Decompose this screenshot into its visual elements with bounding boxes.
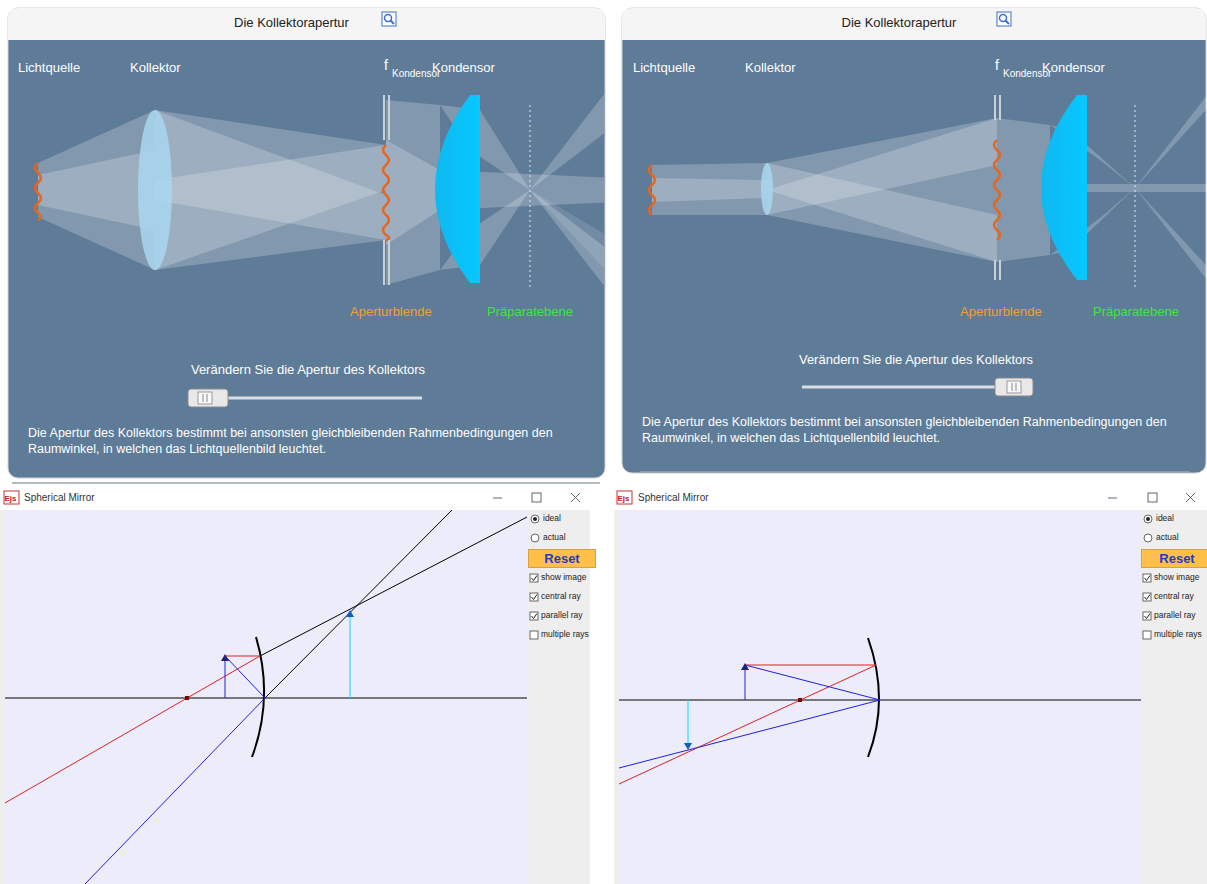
radio-label: actual <box>1156 532 1179 542</box>
applet-window: Spherical MirrorReset <box>614 486 1207 884</box>
applet-window <box>0 486 590 884</box>
part-name: Lichtquelle <box>18 60 80 76</box>
description: Die Apertur des Kollektors bestimmt bei … <box>28 425 598 458</box>
reset-button: Reset <box>528 549 596 568</box>
app-icon: Ejs <box>617 493 630 504</box>
separator <box>12 482 600 484</box>
light-beams <box>652 85 1207 290</box>
separator <box>640 471 1190 473</box>
button-label: Reset <box>529 550 595 567</box>
light-source <box>649 165 655 215</box>
reset-button: Reset <box>1141 549 1207 568</box>
checkbox-label: parallel ray <box>1154 610 1196 620</box>
part-name: Kollektor <box>745 60 796 76</box>
checkbox-label: multiple rays <box>541 629 589 639</box>
description: Die Apertur des Kollektors bestimmt bei … <box>642 414 1197 447</box>
source-image <box>383 145 389 240</box>
part-name: Kollektor <box>130 60 181 76</box>
simulation-panel: Die Kollektorapertur <box>8 8 605 478</box>
part-name: Kondensor <box>1042 60 1105 76</box>
control-symbols <box>530 515 539 639</box>
light-beams <box>38 80 604 300</box>
specimen-plane <box>1135 105 1136 290</box>
panel-title: Die Kollektorapertur <box>622 8 1206 30</box>
part-name: Präparatebene <box>1093 304 1179 320</box>
applet-window <box>614 486 1207 884</box>
window-controls <box>1108 493 1195 502</box>
simulation-panel: Die Kollektorapertur <box>622 8 1206 473</box>
simulation-panel <box>8 8 615 483</box>
applet-window: Spherical MirrorReset <box>0 486 590 884</box>
part-name: Kondensor <box>432 60 495 76</box>
simulation-panel <box>622 8 1207 473</box>
checkbox-label: multiple rays <box>1154 629 1202 639</box>
app-icon: Ejs <box>4 493 17 504</box>
aperture-diaphragm <box>995 95 1000 280</box>
radio-label: ideal <box>543 513 561 523</box>
slider-thumb <box>995 378 1033 396</box>
radio-label: ideal <box>1156 513 1174 523</box>
specimen-plane <box>530 105 531 290</box>
part-name: Aperturblende <box>960 304 1042 320</box>
part-name: Aperturblende <box>350 304 432 320</box>
slider-thumb <box>188 389 228 407</box>
panel-title: Die Kollektorapertur <box>8 8 605 30</box>
collector-lens <box>761 163 773 215</box>
ray-diagram <box>5 510 527 884</box>
checkbox-label: parallel ray <box>541 610 583 620</box>
slider-label: Verändern Sie die Apertur des Kollektors <box>191 362 425 378</box>
checkbox-label: central ray <box>541 591 581 601</box>
radio-label: actual <box>543 532 566 542</box>
slider-label: Verändern Sie die Apertur des Kollektors <box>799 352 1033 368</box>
collector-lens <box>138 110 172 270</box>
checkbox-label: show image <box>1154 572 1199 582</box>
control-symbols <box>1143 515 1152 639</box>
window-title: Spherical Mirror <box>0 486 590 503</box>
condenser-lens <box>435 95 480 283</box>
aperture-diaphragm <box>384 95 389 285</box>
ray-diagram <box>619 638 1141 784</box>
part-name: Lichtquelle <box>633 60 695 76</box>
symbol: f <box>384 57 388 74</box>
window-title: Spherical Mirror <box>614 486 1207 503</box>
checkbox-label: show image <box>541 572 586 582</box>
checkbox-label: central ray <box>1154 591 1194 601</box>
zoom-icon <box>382 12 396 26</box>
button-label: Reset <box>1142 550 1207 567</box>
zoom-icon <box>997 12 1011 26</box>
part-name: Präparatebene <box>487 304 573 320</box>
symbol: f <box>995 57 999 74</box>
light-source <box>35 163 41 220</box>
condenser-lens <box>1041 95 1087 280</box>
source-image <box>994 140 1000 240</box>
window-controls <box>493 493 580 502</box>
